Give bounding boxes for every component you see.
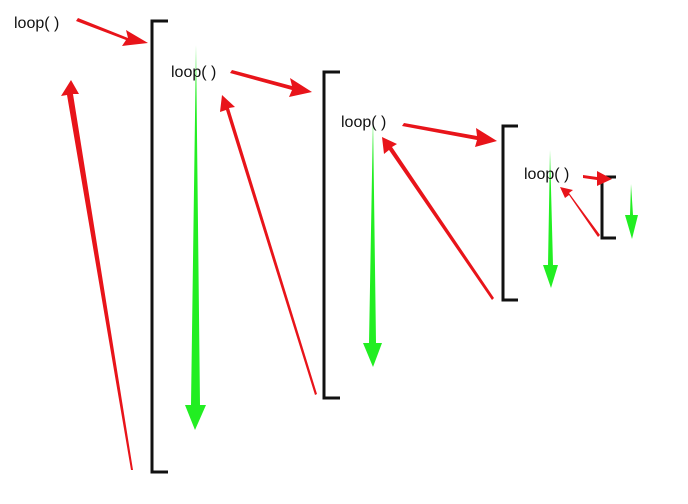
return-arrow-level-4 [560,187,600,237]
descend-arrow-level-4 [625,184,638,239]
call-arrow-level-4 [583,171,612,186]
bracket-level-1 [150,19,168,474]
call-arrow-level-1 [76,18,148,46]
loop-label-level-2: loop( ) [171,64,216,81]
call-arrow-level-3 [402,123,497,147]
return-arrow-level-1 [61,80,133,470]
descend-arrow-level-1 [185,45,206,430]
bracket-level-2 [322,70,340,400]
loop-label-level-4: loop( ) [524,166,569,183]
return-arrow-level-3 [382,137,494,300]
bracket-level-3 [501,124,518,302]
bracket-level-4 [600,175,616,240]
return-arrow-level-2 [220,95,317,395]
call-arrow-level-2 [230,70,312,97]
loop-label-level-1: loop( ) [14,15,59,32]
descend-arrow-level-2 [363,118,382,367]
loop-label-level-3: loop( ) [341,114,386,131]
descend-arrow-level-3 [543,150,558,288]
